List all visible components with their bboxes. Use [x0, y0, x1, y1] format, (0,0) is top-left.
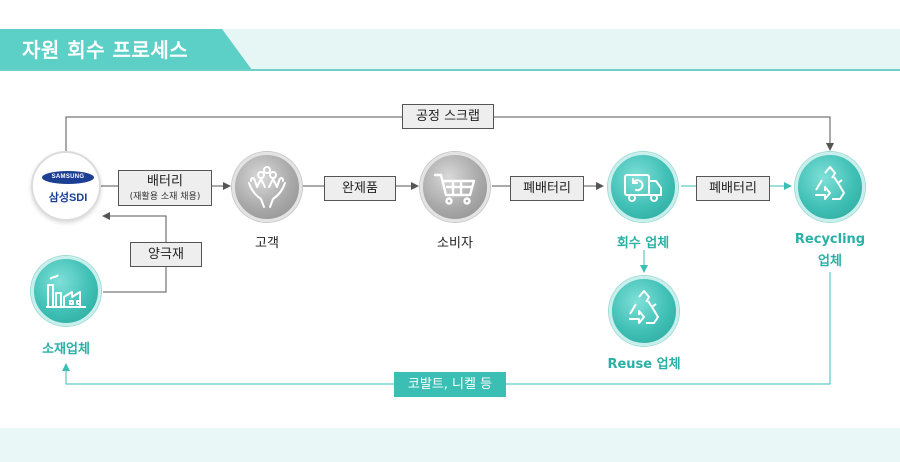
- recycle-icon: [629, 290, 659, 324]
- scrap-label-box: 공정 스크랩: [402, 104, 494, 129]
- reuse-node: [609, 276, 679, 346]
- battery-label: 배터리: [147, 174, 183, 189]
- finished-label: 완제품: [342, 181, 378, 196]
- battery-label-box: 배터리 (재활용 소재 채용): [118, 170, 212, 206]
- consumer-node: [420, 152, 490, 222]
- recycling-label-line1: Recycling: [794, 232, 866, 247]
- scrap-label: 공정 스크랩: [416, 109, 480, 124]
- samsung-logo: SAMSUNG: [42, 171, 94, 184]
- metals-label-box: 코발트, 니켈 등: [394, 372, 506, 397]
- hands-people-icon: [248, 166, 286, 208]
- shopping-cart-icon: [433, 173, 476, 205]
- samsung-sdi-name: 삼성SDI: [48, 192, 88, 204]
- metals-label: 코발트, 니켈 등: [407, 377, 493, 392]
- footer-band: [0, 428, 900, 462]
- finished-label-box: 완제품: [324, 176, 396, 201]
- cathode-label-box: 양극재: [130, 242, 202, 267]
- waste2-label-box: 폐배터리: [696, 176, 770, 201]
- page-title: 자원 회수 프로세스: [22, 38, 189, 62]
- samsung-sdi-node: SAMSUNG 삼성SDI: [31, 151, 101, 221]
- waste1-label-box: 폐배터리: [510, 176, 584, 201]
- header-divider: [0, 69, 900, 71]
- header-tab: [0, 29, 252, 70]
- recycling-label-line2: 업체: [818, 254, 842, 269]
- metals-connector: [62, 272, 831, 385]
- battery-sublabel: (재활용 소재 채용): [129, 192, 201, 202]
- recycling-node: [795, 152, 865, 222]
- customer-label: 고객: [255, 236, 279, 251]
- consumer-label: 소비자: [437, 236, 473, 251]
- recycle-icon: [815, 166, 845, 200]
- factory-icon: [46, 274, 86, 308]
- material-label: 소재업체: [42, 342, 90, 357]
- cathode-label: 양극재: [148, 247, 184, 262]
- material-node: [31, 256, 101, 326]
- collector-label: 회수 업체: [616, 236, 670, 251]
- waste1-label: 폐배터리: [523, 181, 571, 196]
- recycle-truck-icon: [624, 174, 662, 202]
- reuse-label: Reuse 업체: [607, 357, 681, 372]
- customer-node: [232, 152, 302, 222]
- collector-node: [608, 152, 678, 222]
- waste2-label: 폐배터리: [709, 181, 757, 196]
